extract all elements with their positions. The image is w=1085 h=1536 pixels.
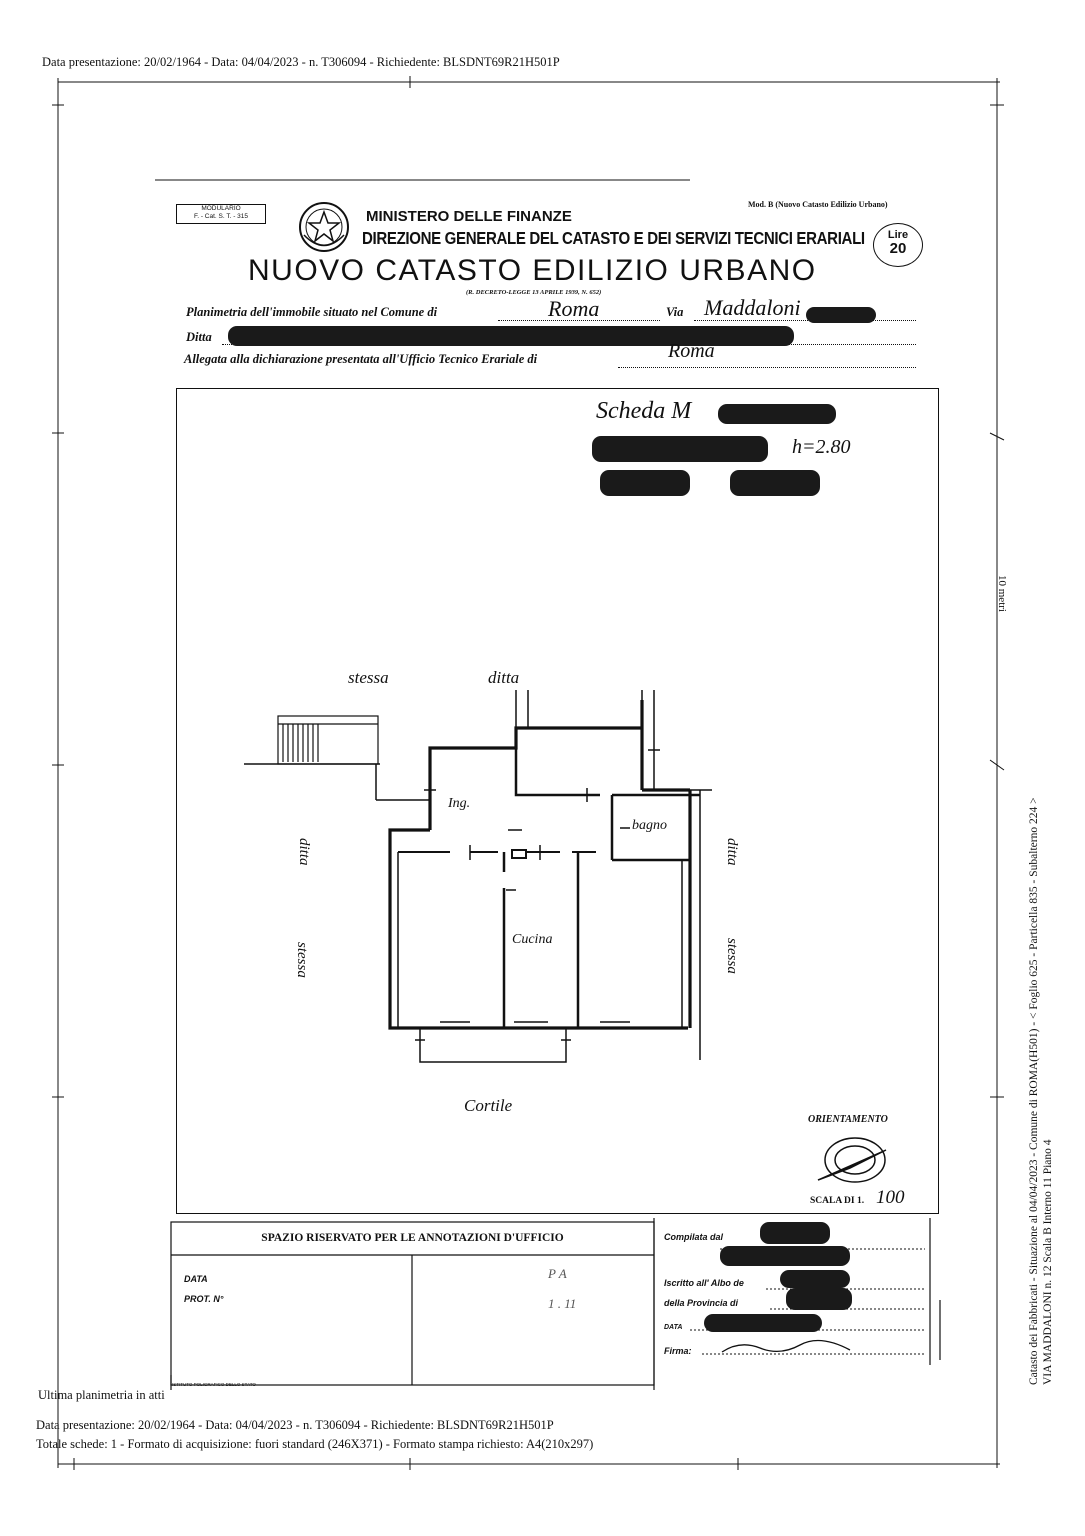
label-ditta-top: ditta: [488, 668, 520, 687]
orientamento-label: ORIENTAMENTO: [808, 1114, 888, 1125]
annotation-date2-label: DATA: [664, 1324, 683, 1331]
label-cucina: Cucina: [512, 932, 553, 947]
redaction: [720, 1246, 850, 1266]
lire-stamp: Lire 20: [873, 223, 923, 267]
istituto-label: ISTITUTO POLIGRAFICO DELLO STATO: [172, 1382, 256, 1387]
lire-value: 20: [889, 240, 907, 257]
catasto-title: NUOVO CATASTO EDILIZIO URBANO: [248, 254, 817, 287]
annotation-prot-label: PROT. N°: [184, 1294, 224, 1304]
side-info-line-1: Catasto dei Fabbricati - Situazione al 0…: [1028, 797, 1040, 1385]
redaction: [730, 470, 820, 496]
side-info-line-2: VIA MADDALONI n. 12 Scala B Interno 11 P…: [1042, 1139, 1054, 1385]
meter-label: 10 metri: [996, 575, 1008, 612]
header-line: Data presentazione: 20/02/1964 - Data: 0…: [42, 55, 560, 69]
height-label: h=2.80: [792, 436, 851, 458]
ditta-label: Ditta: [186, 330, 212, 344]
emblem-icon: [299, 202, 349, 252]
footer-line-2: Totale schede: 1 - Formato di acquisizio…: [36, 1437, 594, 1451]
side-info: Catasto dei Fabbricati - Situazione al 0…: [1027, 797, 1055, 1385]
label-cortile: Cortile: [464, 1096, 513, 1115]
ultima-planimetria: Ultima planimetria in atti: [38, 1388, 165, 1402]
redaction: [780, 1270, 850, 1288]
direzione-title: DIREZIONE GENERALE DEL CATASTO E DEI SER…: [362, 228, 865, 248]
via-label: Via: [666, 305, 684, 319]
signature-icon: [721, 1339, 851, 1353]
scala-value: 100: [876, 1187, 905, 1208]
redaction: [592, 436, 768, 462]
compilata-label: Compilata dal: [664, 1232, 724, 1242]
footer-line-1: Data presentazione: 20/02/1964 - Data: 0…: [36, 1418, 554, 1432]
redaction: [718, 404, 836, 424]
modulario-title: MODULARIO: [201, 205, 241, 212]
provincia-label: della Provincia di: [664, 1298, 739, 1308]
office-mark-2: 1 . 11: [548, 1296, 577, 1311]
iscritto-label: Iscritto all' Albo de: [664, 1278, 744, 1288]
scheda-label: Scheda M: [596, 398, 692, 424]
redaction: [704, 1314, 822, 1332]
comune-value: Roma: [548, 296, 600, 321]
via-value: Maddaloni: [704, 295, 801, 320]
planimetria-label: Planimetria dell'immobile situato nel Co…: [186, 305, 438, 319]
redaction: [228, 326, 794, 346]
compass-icon: [817, 1137, 887, 1183]
redaction: [600, 470, 690, 496]
annotation-data-label: DATA: [184, 1274, 208, 1284]
redaction: [786, 1288, 852, 1310]
lire-label: Lire: [887, 229, 909, 241]
ministry-title: MINISTERO DELLE FINANZE: [366, 208, 572, 225]
plan-frame: [176, 388, 939, 1214]
ufficio-value: Roma: [668, 340, 715, 362]
label-bagno: bagno: [632, 818, 667, 833]
scala-label: SCALA DI 1.: [810, 1196, 865, 1206]
redaction: [806, 307, 876, 323]
mod-b-label: Mod. B (Nuovo Catasto Edilizio Urbano): [748, 200, 888, 209]
annotations-title: SPAZIO RISERVATO PER LE ANNOTAZIONI D'UF…: [261, 1232, 564, 1244]
office-mark-1: P A: [548, 1266, 567, 1281]
redaction: [760, 1222, 830, 1244]
label-stessa-top: stessa: [348, 668, 389, 687]
firma-label: Firma:: [664, 1346, 692, 1356]
modulario-box: MODULARIO F. - Cat. S. T. - 315: [176, 204, 266, 224]
allegata-label: Allegata alla dichiarazione presentata a…: [184, 352, 538, 366]
label-ingresso: Ing.: [448, 796, 471, 811]
decree-label: (R. DECRETO-LEGGE 13 APRILE 1939, N. 652…: [466, 289, 602, 296]
modulario-code: F. - Cat. S. T. - 315: [193, 213, 249, 220]
